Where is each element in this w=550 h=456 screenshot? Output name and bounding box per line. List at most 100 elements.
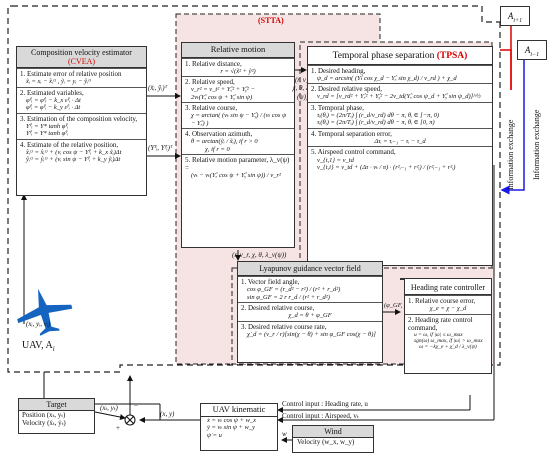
cvea-step-3-eq1: Υ̂ˣᵢ = Υ* tanh φ̂ˣᵢ [26,122,69,130]
control-heading-label: Control input : Heading rate, u [282,400,368,408]
uav-label-text: UAV, A [22,340,53,351]
uav-airplane-icon [17,288,73,336]
signal-into-rel-1: (x̃ᵢ, ỹᵢ)ᵀ [148,84,168,92]
heading-rate-controller-box: Heading rate controller 1. Relative cour… [404,278,492,374]
vector-out: (r, v_r, χ, θ, λ_v(ψ))ᵀ [292,76,316,101]
cvea-box: Composition velocity estimator (CVEA) 1.… [16,46,147,196]
relmotion-header: Relative motion [182,43,294,58]
tpsa-step-2: 2. Desired relative speed, v_rd = [v_rd²… [308,83,492,102]
lgvf-step-1-eq2: sin φ_GF = 2 r r_d / (r² + r_d²) [247,293,330,301]
relmotion-step-1-label: 1. Relative distance, [185,59,242,68]
lgvf-box: Lyapunov guidance vector field 1. Vector… [237,261,383,363]
cvea-step-1: 1. Estimate error of relative position x… [17,68,146,87]
cvea-step-4: 4. Estimate of the relative position, x̂… [17,138,146,165]
signal-uav: (x, y) [160,410,175,418]
target-velocity: Velocity (ẋₜ, ẏₜ) [22,419,66,428]
tpsa-step-4-label: 4. Temporal separation error, [311,129,392,138]
lgvf-step-1: 1. Vector field angle, cos φ_GF = (r_d² … [238,276,382,302]
lgvf-step-3-eq: χ̇_d = (v_r / r)[sin(χ − θ) + sin φ_GF c… [247,330,376,338]
target-header: Target [19,399,94,412]
tpsa-step-1: 1. Desired heading, ψ_d = arcsin( (Υ̂ₜ c… [308,64,492,84]
relmotion-step-4-eq1: θ = arctan(ỹᵢ / x̃ᵢ), if r > 0 [191,138,258,146]
hrc-step-1-eq: χ_e = χ − χ_d [429,305,467,313]
kin-eq1: ẋ = vₜ cos ψ + w_x [207,416,257,424]
signal-state-left: (xᵢ, yᵢ, vᵢ) [26,320,51,328]
target-position: Position (xₜ, yₜ) [22,411,66,420]
cvea-step-2-label: 2. Estimated variables, [20,88,84,97]
relmotion-step-4-eq2: χ, if r = 0 [205,145,230,153]
tpsa-step-5: 5. Airspeed control command, v_{t,1} = v… [308,146,492,172]
agent-prev-box: Ai−1 [517,40,547,60]
tpsa-title: Temporal phase separation [332,51,435,61]
tpsa-step-2-eq: v_rd = [v_rd² + Υ̂ₓ² + Υ̂ᵧ² − 2v_td(Υ̂ₓ … [317,93,481,101]
kin-eq3: ψ̇ = u [207,431,222,439]
agent-next-label: A [507,11,514,21]
lgvf-step-2-eq: χ_d = θ + φ_GF [288,312,332,320]
cvea-header: Composition velocity estimator (CVEA) [17,47,146,69]
relmotion-box: Relative motion 1. Relative distance, r … [181,42,295,248]
hrc-step-1: 1. Relative course error, χ_e = χ − χ_d [405,295,491,314]
relmotion-step-2-label: 2. Relative speed, [185,78,235,87]
relmotion-step-3-eq: χ = arctan( (vₜ sin ψ − Υ̂ᵧ) / (vₜ cos ψ… [191,112,287,127]
cvea-step-4-eq2: ŷᵢᴼ = ŷᵢᴼ + (vᵢ sin ψ − Υ̂ʸᵢ + k_y ỹᵢ)Δt [26,156,121,164]
wind-header: Wind [293,426,373,439]
hrc-step-1-label: 1. Relative course error, [408,297,476,306]
relmotion-step-4: 4. Observation azimuth, θ = arctan(ỹᵢ / … [182,128,294,154]
relmotion-step-3: 3. Relative course, χ = arctan( (vₜ sin … [182,102,294,128]
agent-next-box: Ai+1 [500,6,530,26]
wind-box: Wind Velocity (w_x, w_y) [292,425,374,453]
hrc-step-2-label: 2. Heading rate control command, [408,315,473,332]
cvea-step-3: 3. Estimation of the composition velocit… [17,112,146,139]
lgvf-step-2-label: 2. Desired relative course, [241,304,315,313]
kin-header: UAV kinematic [201,404,277,417]
signal-target: (xₜ, yₜ) [100,404,118,412]
relmotion-step-5-eq: (vₜ − vₜ(Υ̂ₓ cos ψ + Υ̂ᵧ sin ψ)) / v_r² [191,172,281,180]
uav-kinematic-box: UAV kinematic ẋ = vₜ cos ψ + w_x ẏ = vₜ … [200,403,278,451]
tpsa-step-3: 3. Temporal phase, τᵢ(θᵢ) = (2π/Tᵢ) ∫ (r… [308,101,492,128]
info-exchange-blue-label: Information exchange [532,109,541,180]
tpsa-step-4: 4. Temporal separation error, Δτᵢ = τᵢ₋₁… [308,127,492,147]
hrc-step-2-eq3: ω = −kχ_e + χ̇_d / λ_v(ψ) [419,344,477,351]
tpsa-step-5-eq2: v_{t,i} = v_td + (Δτ · vₜ / π) · (r²ᵢ₋₁ … [317,163,456,171]
tpsa-step-5-eq1: v_{t,1} = v_td [317,156,354,164]
uav-label-sub: i [52,345,55,353]
tpsa-header: Temporal phase separation (TPSA) [308,47,492,65]
control-airspeed-label: Control input : Airspeed, vₜ [282,412,359,420]
relmotion-step-1: 1. Relative distance, r = √(x̃² + ỹ²) [182,57,294,77]
lgvf-step-1-eq1: cos φ_GF = (r_d² − r²) / (r² + r_d²) [247,286,341,294]
hrc-step-2-eq1: u = ω, if |ω| ≤ ω_max [414,331,463,338]
signal-minus: − [134,402,138,410]
hrc-step-2: 2. Heading rate control command, u = ω, … [405,313,491,352]
cvea-step-1-label: 1. Estimate error of relative position [20,70,122,79]
relmotion-step-3-label: 3. Relative course, [185,104,238,113]
cvea-step-3-eq2: Υ̂ʸᵢ = Υ* tanh φ̂ʸᵢ [26,130,68,138]
agent-prev-sub: i−1 [530,51,540,58]
tpsa-step-3-eq2: τᵢ(θᵢ) = (2π/Tᵢ) ∫ (r_d/v_rd) dθ − π, θᵢ… [317,119,435,127]
signal-rel-out: (r, v_r, χ, θ, λ_v(ψ)) [232,251,287,259]
lgvf-step-2: 2. Desired relative course, χ_d = θ + φ_… [238,302,382,321]
relmotion-step-2-eq1: v_r² = v_t² + Υ̂ₓ² + Υ̂ᵧ² − [191,86,255,94]
tpsa-step-1-label: 1. Desired heading, [311,66,366,75]
tpsa-step-1-eq: ψ_d = arcsin( (Υ̂ₜ cos χ_d − Υ̂ₓ sin χ_d… [317,74,457,82]
lgvf-step-3-label: 3. Desired relative course rate, [241,322,327,331]
cvea-step-4-label: 4. Estimate of the relative position, [20,140,119,149]
uav-region-border [7,5,501,373]
relmotion-step-2: 2. Relative speed, v_r² = v_t² + Υ̂ₓ² + … [182,76,294,102]
hrc-step-2-eq2: sgn(ω) ω_max, if |ω| > ω_max [414,338,483,345]
cvea-step-2: 2. Estimated variables, φ̂ˣᵢ = φ̂ˣᵢ − k_… [17,86,146,113]
cvea-step-1-eq: x̃ᵢ = xᵢ − x̂ᵢᴼ , ỹᵢ = yᵢ − ŷᵢᴼ [26,78,92,86]
target-box: Target Position (xₜ, yₜ) Velocity (ẋₜ, ẏ… [18,398,95,434]
tpsa-step-5-label: 5. Airspeed control command, [311,148,396,157]
relmotion-step-5: 5. Relative motion parameter, λ_v(ψ) = (… [182,154,294,181]
cvea-step-3-label: 3. Estimation of the composition velocit… [20,114,138,123]
agent-prev-label: A [524,45,531,55]
cvea-step-4-eq1: x̂ᵢᴼ = x̂ᵢᴼ + (vᵢ cos ψ − Υ̂ˣᵢ + k_x x̃ᵢ… [26,148,122,156]
tpsa-box: Temporal phase separation (TPSA) 1. Desi… [307,46,493,266]
signal-wind: w [282,430,287,438]
relmotion-step-2-eq2: 2vₜ(Υ̂ₓ cos ψ + Υ̂ᵧ sin ψ) [191,93,253,101]
relmotion-step-4-label: 4. Observation azimuth, [185,130,253,139]
cvea-step-2-eq1: φ̂ˣᵢ = φ̂ˣᵢ − k_x ε̂ˣᵢ · Δt [26,96,81,104]
signal-plus: + [116,424,120,432]
cvea-step-2-eq2: φ̂ʸᵢ = φ̂ʸᵢ − k_y ε̂ʸᵢ · Δt [26,104,81,112]
tpsa-step-3-label: 3. Temporal phase, [311,103,365,112]
